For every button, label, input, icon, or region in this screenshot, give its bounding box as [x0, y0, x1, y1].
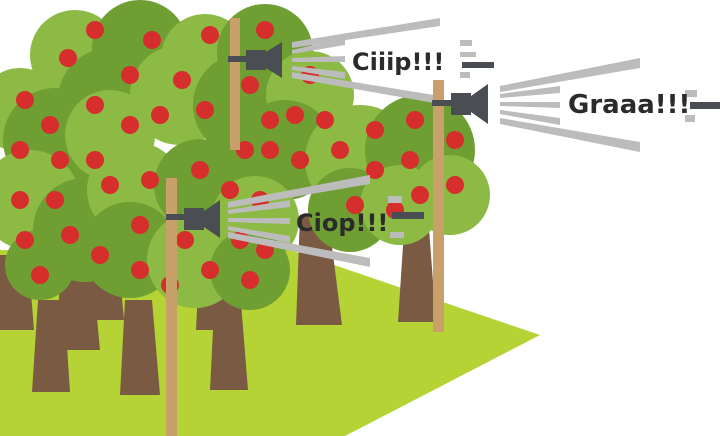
speaker-1-sound-text: Ciiip!!!: [352, 48, 444, 76]
pole-1: [230, 18, 240, 150]
speaker-3-sound-text: Ciop!!!: [296, 209, 388, 237]
speaker-2-sound-text: Graaa!!!: [568, 90, 690, 120]
pole-2: [433, 80, 444, 332]
